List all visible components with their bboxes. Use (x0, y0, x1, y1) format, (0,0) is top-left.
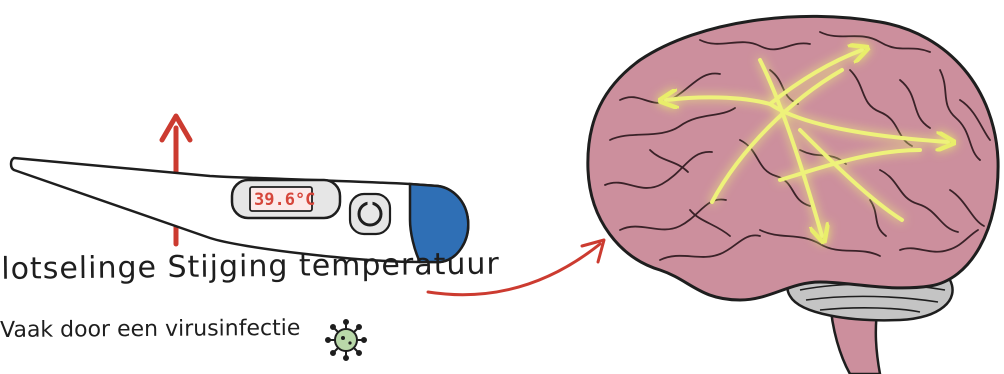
caption-sub: Vaak door een virusinfectie (0, 316, 300, 343)
caption-main: Plotselinge Stijging temperatuur (0, 247, 500, 287)
virus-icon (326, 320, 366, 360)
cerebrum (588, 16, 998, 300)
power-button-icon (350, 194, 390, 234)
brain-illustration (588, 16, 998, 374)
temperature-reading: 39.6°C (254, 190, 315, 210)
thermometer-icon: 39.6°C (11, 158, 468, 262)
